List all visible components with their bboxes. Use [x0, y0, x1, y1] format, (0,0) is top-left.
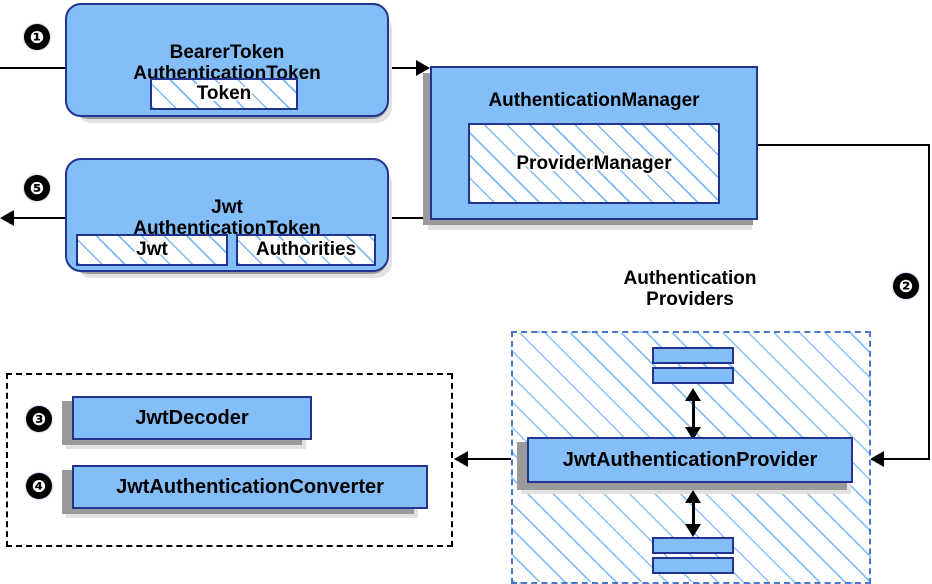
step-badge-2-label: ❷ — [898, 276, 914, 296]
provider-stub-top-1 — [652, 347, 734, 364]
step-badge-3: ❸ — [26, 406, 52, 432]
node-jwt-authentication-converter[interactable]: JwtAuthenticationConverter — [72, 465, 428, 509]
step-badge-1-label: ❶ — [29, 27, 45, 47]
jwt-decoder-label: JwtDecoder — [135, 406, 249, 429]
connector-step2-vertical — [928, 144, 930, 459]
step-badge-2: ❷ — [893, 273, 919, 299]
node-jwt-decoder[interactable]: JwtDecoder — [72, 396, 312, 440]
step-badge-5-label: ❺ — [29, 178, 45, 198]
jwt-authentication-converter-label: JwtAuthenticationConverter — [116, 475, 384, 498]
connector-incoming-request — [0, 67, 68, 69]
authentication-manager-title: AuthenticationManager — [488, 90, 700, 111]
connector-provider-to-helpers — [468, 458, 518, 460]
node-jwt-token-inner-jwt[interactable]: Jwt — [76, 234, 228, 266]
jwt-token-title-line2: AuthenticationToken — [133, 218, 321, 239]
provider-double-arrow-top-down — [685, 427, 701, 440]
step-badge-1: ❶ — [24, 24, 50, 50]
arrowhead-into-provider — [870, 451, 884, 467]
provider-double-arrow-bottom-shaft — [692, 500, 695, 530]
step-badge-4: ❹ — [26, 473, 52, 499]
arrowhead-authenticated-out — [0, 210, 14, 226]
bearer-token-inner-label: Token — [196, 83, 252, 104]
jwt-authentication-provider-label: JwtAuthenticationProvider — [562, 448, 818, 471]
jwt-token-inner-authorities-label: Authorities — [255, 239, 357, 260]
jwt-helpers-region — [6, 373, 453, 547]
provider-double-arrow-top-up — [685, 388, 701, 401]
step-badge-5: ❺ — [24, 175, 50, 201]
connector-jwt-token-out — [14, 217, 68, 219]
step-badge-3-label: ❸ — [31, 409, 47, 429]
step-badge-4-label: ❹ — [31, 476, 47, 496]
provider-manager-label: ProviderManager — [516, 152, 672, 174]
authentication-providers-title-line1: Authentication — [623, 268, 757, 289]
provider-double-arrow-top-shaft — [692, 398, 695, 432]
connector-token-to-manager — [388, 67, 422, 69]
authentication-providers-title: Authentication Providers — [560, 268, 820, 311]
provider-double-arrow-bottom-down — [685, 524, 701, 537]
node-provider-manager[interactable]: ProviderManager — [468, 123, 720, 204]
connector-into-provider — [884, 458, 930, 460]
connector-manager-to-jwt-token — [388, 217, 433, 219]
provider-stub-bottom-1 — [652, 537, 734, 554]
provider-double-arrow-bottom-up — [685, 490, 701, 503]
connector-manager-right — [757, 144, 930, 146]
arrowhead-provider-to-helpers — [454, 451, 468, 467]
arrowhead-token-to-manager — [416, 60, 430, 76]
bearer-token-title-line1: BearerToken — [169, 41, 285, 63]
jwt-token-title-line1: Jwt — [211, 196, 243, 218]
node-bearer-token-authentication-token[interactable]: BearerToken AuthenticationToken — [65, 3, 389, 117]
provider-stub-top-2 — [652, 367, 734, 384]
jwt-token-inner-jwt-label: Jwt — [136, 239, 168, 260]
authentication-providers-title-line2: Providers — [646, 289, 734, 311]
provider-stub-bottom-2 — [652, 557, 734, 574]
node-jwt-token-inner-authorities[interactable]: Authorities — [236, 234, 376, 266]
node-bearer-token-inner-token[interactable]: Token — [150, 78, 298, 110]
node-jwt-authentication-provider[interactable]: JwtAuthenticationProvider — [527, 437, 853, 483]
